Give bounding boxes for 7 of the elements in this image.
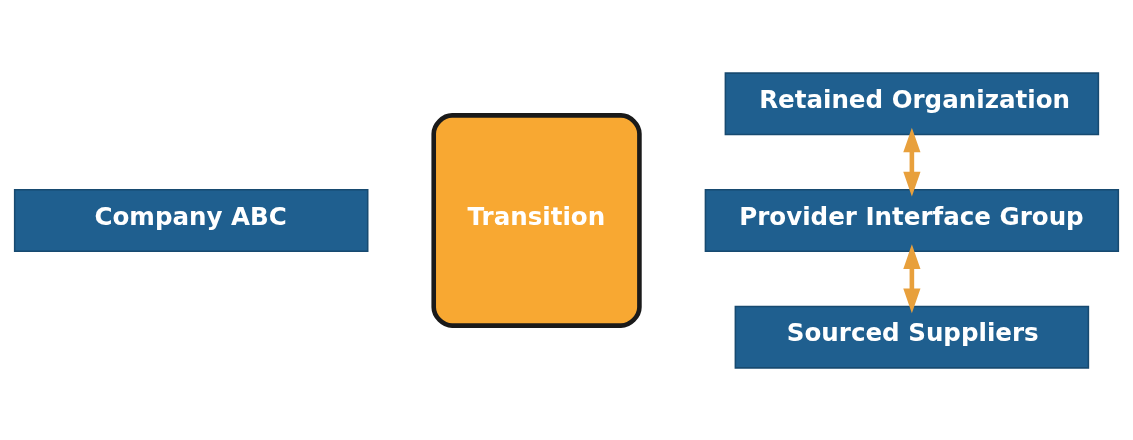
node-box: Sourced Suppliers <box>734 305 1090 369</box>
arrow <box>903 243 921 313</box>
node-box: Transition <box>431 112 642 328</box>
node-box: Provider Interface Group <box>704 188 1120 252</box>
node-box: Retained Organization <box>724 71 1100 135</box>
node-box: Company ABC <box>13 188 369 252</box>
arrow <box>903 127 921 196</box>
